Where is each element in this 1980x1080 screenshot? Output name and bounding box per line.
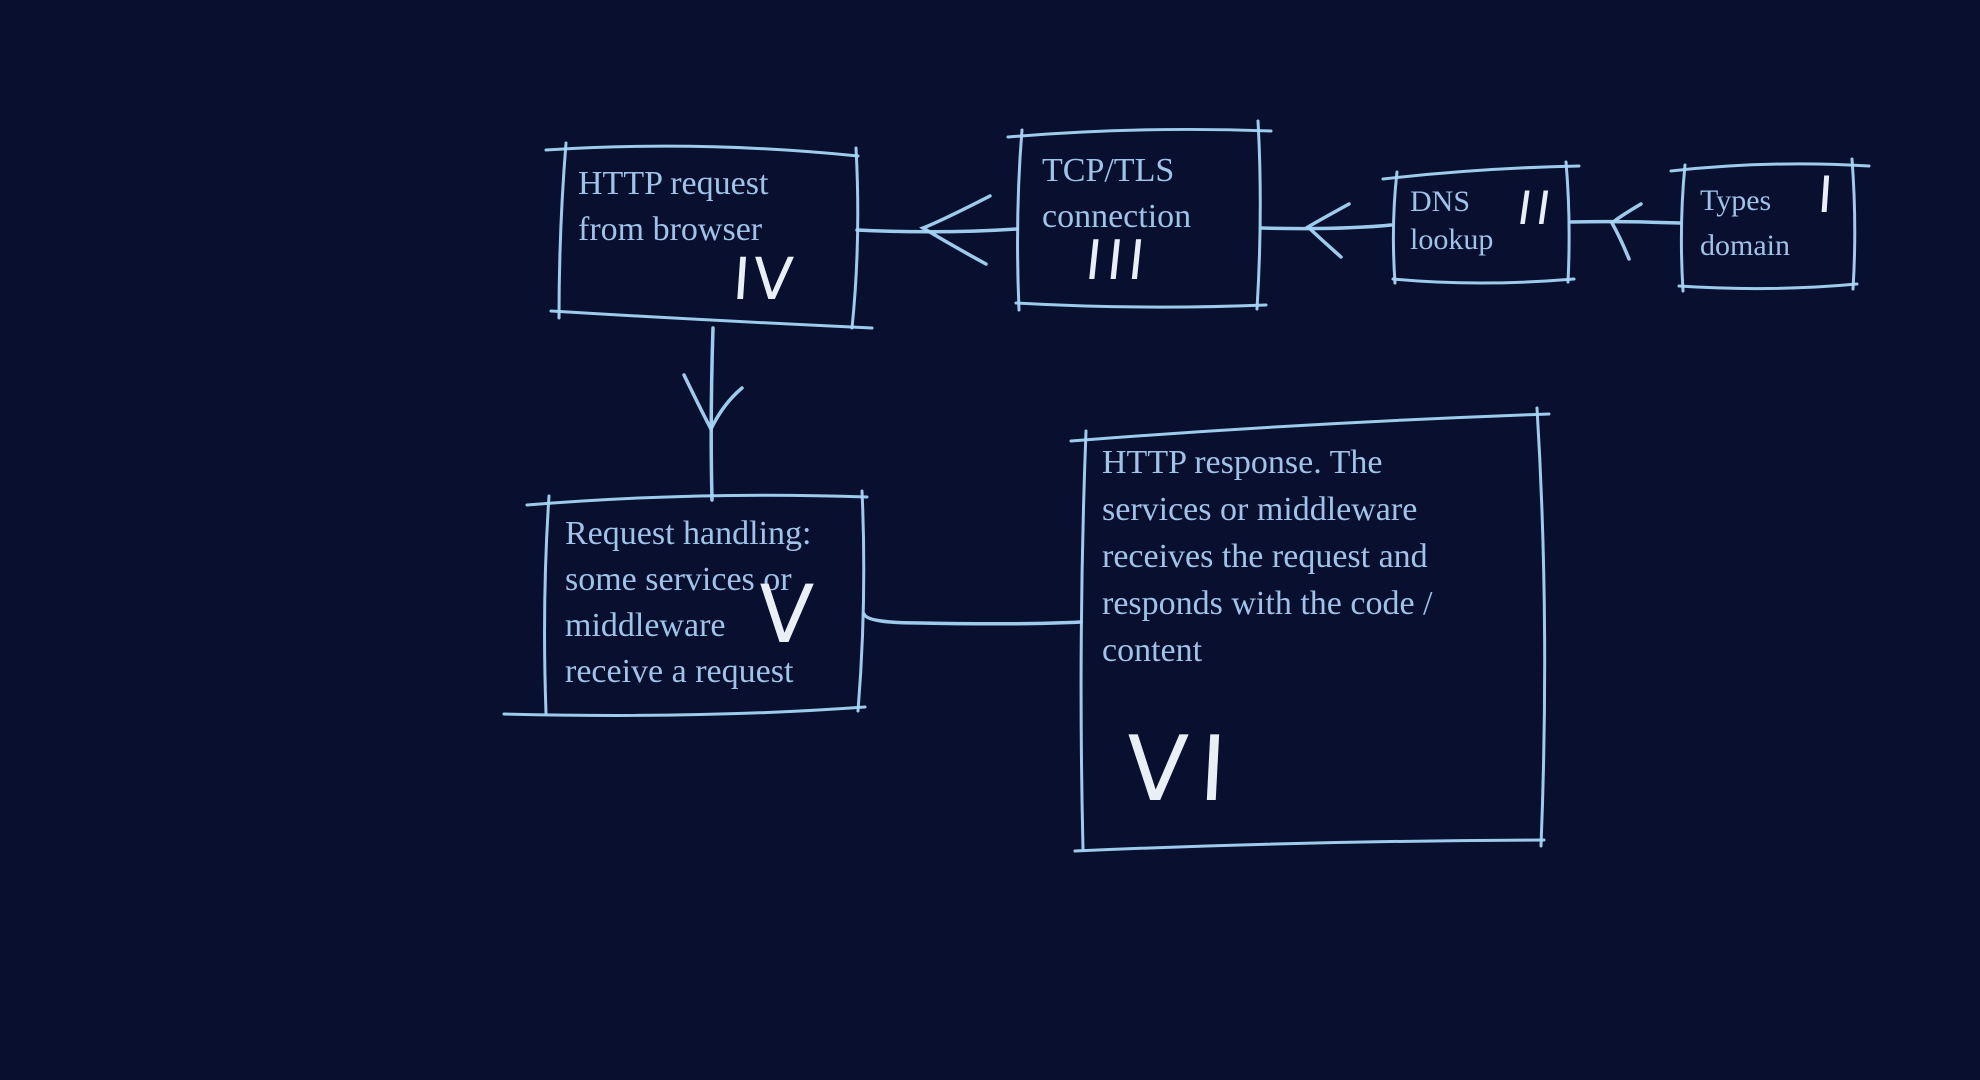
node-types-domain: Types domain I [1682,165,1854,288]
step-marker-v: V [755,568,816,661]
node-label: TCP/TLS connection [1042,148,1191,240]
node-label: HTTP response. The services or middlewar… [1102,439,1433,674]
sketch-stroke [855,227,1019,234]
node-line: DNS [1410,185,1471,218]
node-line: TCP/TLS [1042,152,1175,189]
sketch-stroke [549,309,874,330]
node-line: Request handling: [565,515,812,552]
node-line: content [1102,632,1203,669]
node-label: HTTP request from browser [578,161,768,253]
sketch-stroke [557,141,568,320]
sketch-stroke [1569,219,1682,225]
sketch-stroke [1079,429,1088,851]
sketch-stroke [1260,223,1393,231]
sketch-stroke [1564,160,1571,284]
sketch-stroke [1850,157,1857,291]
node-line: HTTP response. The [1102,444,1383,481]
step-marker-iii: III [1082,229,1154,293]
node-line: middleware [565,607,726,644]
node-line: HTTP request [578,165,769,202]
node-line: domain [1700,229,1790,262]
types-domain-box-outline [1669,157,1871,293]
sketch-stroke [1381,164,1581,181]
sketch-stroke [1069,412,1551,443]
sketch-stroke [1006,127,1273,139]
node-line: services or middleware [1102,491,1418,528]
sketch-stroke [1073,838,1546,853]
node-line: receive a request [565,653,794,690]
sketch-stroke [862,612,1083,626]
sketch-stroke [502,705,867,717]
node-line: receives the request and [1102,538,1428,575]
sketch-stroke [1391,277,1576,285]
node-line: from browser [578,211,763,248]
step-marker-i: I [1815,166,1835,224]
arrow-dns-lookup-to-tcp-tls [1260,202,1393,259]
sketch-stroke [1255,119,1262,311]
node-http-response: HTTP response. The services or middlewar… [1082,425,1537,847]
sketch-stroke [1305,202,1351,259]
node-line: lookup [1410,223,1494,256]
sketch-stroke [1014,301,1268,309]
node-tcp-tls-connection: TCP/TLS connection III [1020,130,1260,307]
http-response-box-outline [1069,406,1551,853]
sketch-stroke [1391,170,1399,285]
node-label: Types domain [1700,178,1790,268]
sketch-stroke [1669,162,1871,173]
sketch-stroke [919,194,992,266]
node-label: DNS lookup [1410,183,1493,259]
sketch-stroke [1535,406,1547,848]
node-http-request: HTTP request from browser IV [563,143,855,330]
request-handling-box-outline [502,489,869,717]
dns-lookup-box-outline [1381,160,1581,285]
arrow-tcp-tls-to-http-request [855,194,1019,266]
tcp-tls-box-outline [1006,119,1273,312]
arrow-types-domain-to-dns-lookup [1569,202,1682,261]
sketch-stroke [1609,202,1643,261]
sketch-stroke [850,146,860,330]
sketch-stroke [709,326,715,502]
line-request-handling-to-http-response [862,612,1083,626]
sketch-stroke [1679,163,1687,293]
sketch-stroke [856,489,866,713]
sketch-stroke [543,494,551,715]
http-request-box-outline [544,141,874,330]
sketch-stroke [544,144,860,158]
step-marker-iv: IV [730,245,799,313]
sketch-stroke [1677,282,1859,291]
node-request-handling: Request handling: some services or middl… [545,497,863,713]
node-line: some services or [565,561,792,598]
node-label: Request handling: some services or middl… [565,511,811,695]
sketch-stroke [682,373,744,433]
arrow-http-request-to-request-handling [682,326,744,502]
step-marker-vi: VI [1123,717,1241,822]
node-line: responds with the code / [1102,585,1433,622]
sketch-stroke [525,493,869,507]
sketch-stroke [1016,128,1024,312]
node-line: connection [1042,198,1192,235]
node-line: Types [1700,184,1772,217]
node-dns-lookup: DNS lookup II [1394,172,1568,280]
step-marker-ii: II [1514,181,1559,235]
